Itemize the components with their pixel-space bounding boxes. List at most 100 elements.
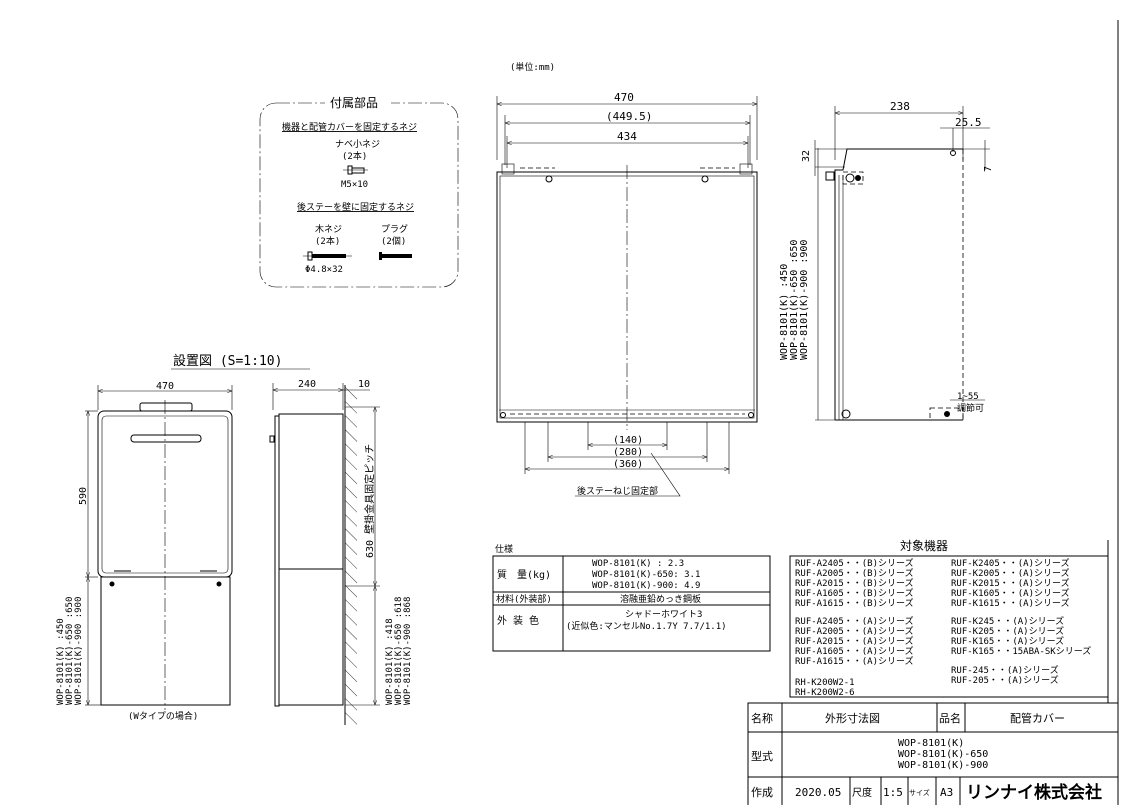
target-model-item: RUF-K1605・・(A)シリーズ [951, 587, 1070, 599]
adjust-range: 1~55 [957, 392, 979, 402]
front-cover-line-1: WOP-8101(K) :450 [56, 618, 66, 705]
product-value: 配管カバー [1010, 711, 1065, 725]
target-model-item: RUF-A2015・・(A)シリーズ [795, 635, 914, 647]
size-label: サイズ [909, 788, 930, 797]
side-view: 238 25.5 32 7 WOP-8101(K) :450 WOP-8101(… [779, 100, 994, 421]
screw2-qty: (2本) [315, 235, 340, 247]
target-model-item: RH-K200W2-6 [795, 688, 855, 698]
dim-7: 7 [983, 166, 994, 172]
target-model-item: RUF-K165・・(A)シリーズ [951, 635, 1064, 647]
target-model-item: RUF-A1605・・(A)シリーズ [795, 645, 914, 657]
created-value: 2020.05 [795, 786, 841, 799]
target-model-item: RUF-A2005・・(A)シリーズ [795, 625, 914, 637]
dim-25-5: 25.5 [955, 116, 982, 129]
spec-weight-1: WOP-8101(K) : 2.3 [592, 559, 684, 569]
accessories-title: 付属部品 [330, 95, 378, 110]
dim-inner: (449.5) [606, 110, 652, 123]
plug-icon [379, 252, 412, 260]
pan-head-screw-icon [343, 165, 368, 175]
spec-color-1: シャドーホワイト3 [625, 609, 702, 620]
target-model-item: RUF-K2015・・(A)シリーズ [951, 577, 1070, 589]
spec-material: 溶融亜鉛めっき鋼板 [620, 593, 701, 605]
spec-weight-2: WOP-8101(K)-650: 3.1 [592, 570, 700, 580]
adjust-label: 調節可 [957, 402, 984, 414]
install-front-height: 590 [78, 487, 89, 505]
name-value: 外形寸法図 [825, 711, 880, 725]
spec-table: 仕様 質 量(kg) WOP-8101(K) : 2.3 WOP-8101(K)… [492, 543, 771, 652]
install-title: 設置図 (S=1:10) [173, 353, 282, 369]
dim-280: (280) [613, 447, 643, 458]
target-model-item: RH-K200W2-1 [795, 678, 855, 688]
target-models: 対象機器 RUF-A2405・・(B)シリーズRUF-A2005・・(B)シリー… [789, 538, 1109, 698]
install-diagram: 設置図 (S=1:10) 470 590 WOP-8101(K) :450 WO… [56, 353, 413, 725]
target-model-item: RUF-A2405・・(B)シリーズ [795, 557, 914, 569]
target-model-item: RUF-K1615・・(A)シリーズ [951, 597, 1070, 609]
spec-weight-3: WOP-8101(K)-900: 4.9 [592, 581, 700, 591]
install-side-depth: 240 [298, 379, 316, 390]
name-label: 名称 [751, 711, 773, 725]
side-height-line-3: WOP-8101(K)-900 :900 [799, 240, 810, 360]
side-height-line-2: WOP-8101(K)-650 :650 [789, 240, 800, 360]
size-value: A3 [940, 786, 953, 799]
install-caption: (Wタイプの場合) [128, 710, 198, 722]
company-name: リンナイ株式会社 [966, 782, 1102, 803]
front-cover-line-2: WOP-8101(K)-650 :650 [65, 597, 75, 705]
created-label: 作成 [751, 786, 773, 799]
model-1: WOP-8101(K) [898, 738, 964, 749]
spec-color-2: (近似色:マンセルNo.1.7Y 7.7/1.1) [566, 620, 727, 632]
plug-qty: (2個) [381, 235, 406, 247]
target-model-item: RUF-A2005・・(B)シリーズ [795, 567, 914, 579]
spec-title: 仕様 [495, 543, 513, 555]
product-label: 品名 [939, 711, 961, 725]
install-front-width: 470 [156, 381, 174, 392]
wood-screw-icon [303, 251, 352, 261]
model-label: 型式 [751, 749, 773, 763]
title-block: 名称 外形寸法図 品名 配管カバー 型式 WOP-8101(K) WOP-810… [747, 20, 1119, 805]
screw1-name: ナベ小ネジ [335, 139, 380, 150]
target-model-item: RUF-K245・・(A)シリーズ [951, 615, 1064, 627]
spec-label-color: 外 装 色 [497, 614, 539, 627]
install-pitch-label: 630 壁掛金具固定ピッチ [363, 444, 376, 558]
accessories-section1: 機器と配管カバーを固定するネジ [282, 121, 417, 133]
front-view: 470 (449.5) 434 (140) (280) (360) 後ステーねじ… [496, 91, 758, 497]
dim-32: 32 [801, 150, 812, 162]
side-cover-line-2: WOP-8101(K)-650 :618 [394, 597, 404, 705]
target-model-item: RUF-A1605・・(B)シリーズ [795, 587, 914, 599]
spec-label-weight: 質 量(kg) [497, 568, 551, 581]
dim-360: (360) [613, 459, 643, 470]
side-cover-line-3: WOP-8101(K)-900 :868 [403, 597, 413, 705]
target-model-item: RUF-K165・・15ABA-SKシリーズ [951, 645, 1091, 657]
dim-140: (140) [613, 435, 643, 446]
target-model-item: RUF-245・・(A)シリーズ [951, 664, 1059, 676]
unit-note: (単位:mm) [510, 61, 555, 73]
model-2: WOP-8101(K)-650 [898, 749, 988, 760]
target-model-item: RUF-A1615・・(A)シリーズ [795, 655, 914, 667]
target-model-item: RUF-A2015・・(B)シリーズ [795, 577, 914, 589]
plug-name: プラグ [381, 223, 408, 235]
dim-depth: 238 [890, 100, 910, 113]
scale-value: 1:5 [883, 786, 903, 799]
target-model-item: RUF-A1615・・(B)シリーズ [795, 597, 914, 609]
accessories-box: 付属部品 機器と配管カバーを固定するネジ ナベ小ネジ (2本) M5×10 後ス… [259, 95, 459, 288]
screw1-size: M5×10 [341, 180, 368, 190]
screw2-name: 木ネジ [315, 223, 342, 235]
target-model-item: RUF-K2405・・(A)シリーズ [951, 557, 1070, 569]
scale-label: 尺度 [852, 786, 872, 799]
install-wall-gap: 10 [358, 379, 370, 390]
accessories-section2: 後ステーを壁に固定するネジ [297, 201, 414, 213]
dim-width: 470 [614, 91, 634, 104]
screw1-qty: (2本) [342, 150, 367, 162]
target-model-item: RUF-K2005・・(A)シリーズ [951, 567, 1070, 579]
target-model-item: RUF-205・・(A)シリーズ [951, 674, 1059, 686]
rear-stay-label: 後ステーねじ固定部 [577, 485, 658, 497]
target-title: 対象機器 [900, 538, 948, 553]
dim-pitch: 434 [617, 130, 637, 143]
screw2-size: Φ4.8×32 [305, 265, 343, 275]
target-model-item: RUF-A2405・・(A)シリーズ [795, 615, 914, 627]
spec-label-material: 材料(外装部) [496, 593, 552, 605]
side-cover-line-1: WOP-8101(K) :418 [385, 618, 395, 705]
front-cover-line-3: WOP-8101(K)-900 :900 [74, 597, 84, 705]
model-3: WOP-8101(K)-900 [898, 760, 988, 771]
target-model-item: RUF-K205・・(A)シリーズ [951, 625, 1064, 637]
